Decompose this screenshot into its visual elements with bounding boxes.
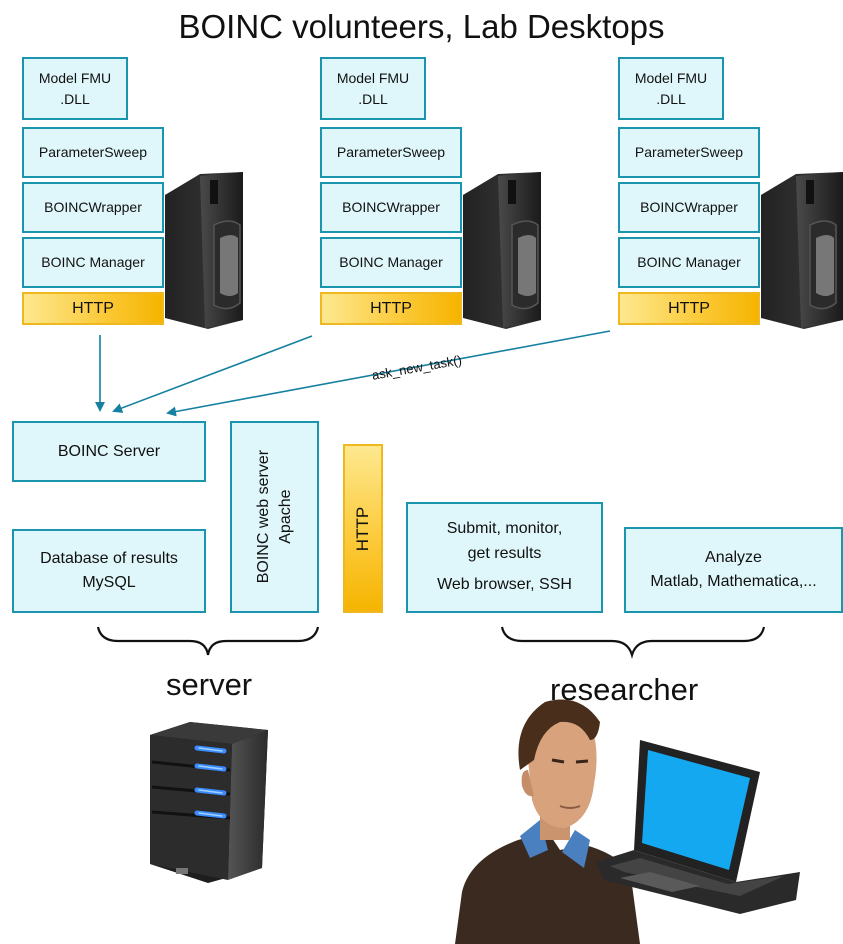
- database-label: Database of results: [40, 550, 178, 567]
- boinc-wrapper-box: BOINCWrapper: [618, 182, 760, 233]
- submit-label: Submit, monitor,: [446, 520, 563, 538]
- server-http-box: HTTP: [343, 444, 383, 613]
- server-rack-icon: [150, 722, 268, 883]
- desktop-tower-icon: [463, 172, 541, 329]
- analyze-label: Analyze: [705, 549, 762, 566]
- dll-label: .DLL: [60, 90, 90, 107]
- dll-label: .DLL: [358, 90, 388, 107]
- web-browser-ssh-label: Web browser, SSH: [437, 575, 572, 593]
- mysql-label: MySQL: [82, 574, 136, 591]
- boinc-manager-box: BOINC Manager: [22, 237, 164, 288]
- boinc-manager-label: BOINC Manager: [637, 254, 741, 271]
- parameter-sweep-label: ParameterSweep: [38, 144, 148, 161]
- analyze-box: Analyze Matlab, Mathematica,...: [624, 527, 843, 613]
- get-results-label: get results: [467, 545, 542, 563]
- laptop-icon: [596, 740, 800, 914]
- http-label: HTTP: [72, 299, 114, 317]
- analyze-tools-label: Matlab, Mathematica,...: [650, 573, 817, 590]
- server-brace: [96, 626, 320, 656]
- model-fmu-box: Model FMU .DLL: [22, 57, 128, 120]
- boinc-manager-label: BOINC Manager: [339, 254, 443, 271]
- database-box: Database of results MySQL: [12, 529, 206, 613]
- researcher-brace: [500, 626, 766, 659]
- http-box: HTTP: [22, 292, 164, 325]
- web-server-box: BOINC web server Apache: [230, 421, 319, 613]
- parameter-sweep-box: ParameterSweep: [618, 127, 760, 178]
- server-group-label: server: [166, 667, 253, 702]
- boinc-server-box: BOINC Server: [12, 421, 206, 482]
- parameter-sweep-box: ParameterSweep: [22, 127, 164, 178]
- boinc-wrapper-label: BOINCWrapper: [44, 199, 142, 216]
- boinc-server-label: BOINC Server: [57, 442, 161, 460]
- boinc-manager-box: BOINC Manager: [320, 237, 462, 288]
- boinc-wrapper-label: BOINCWrapper: [640, 199, 738, 216]
- desktop-tower-icon: [761, 172, 843, 329]
- submit-box: Submit, monitor, get results Web browser…: [406, 502, 603, 613]
- boinc-wrapper-box: BOINCWrapper: [22, 182, 164, 233]
- model-fmu-label: Model FMU: [38, 70, 112, 87]
- http-label: HTTP: [668, 299, 710, 317]
- model-fmu-label: Model FMU: [634, 70, 708, 87]
- boinc-manager-box: BOINC Manager: [618, 237, 760, 288]
- arrow-desktop3-to-server: [166, 330, 611, 417]
- boinc-wrapper-label: BOINCWrapper: [342, 199, 440, 216]
- http-box: HTTP: [618, 292, 760, 325]
- parameter-sweep-box: ParameterSweep: [320, 127, 462, 178]
- model-fmu-box: Model FMU .DLL: [618, 57, 724, 120]
- diagram-title: BOINC volunteers, Lab Desktops: [178, 8, 665, 45]
- http-label: HTTP: [370, 299, 412, 317]
- model-fmu-label: Model FMU: [336, 70, 410, 87]
- arrow-desktop2-to-server: [112, 335, 313, 413]
- researcher-group-label: researcher: [550, 672, 699, 707]
- boinc-wrapper-box: BOINCWrapper: [320, 182, 462, 233]
- dll-label: .DLL: [656, 90, 686, 107]
- parameter-sweep-label: ParameterSweep: [634, 144, 744, 161]
- model-fmu-box: Model FMU .DLL: [320, 57, 426, 120]
- parameter-sweep-label: ParameterSweep: [336, 144, 446, 161]
- desktop-tower-icon: [165, 172, 243, 329]
- person-icon: [455, 699, 640, 944]
- boinc-manager-label: BOINC Manager: [41, 254, 145, 271]
- http-box: HTTP: [320, 292, 462, 325]
